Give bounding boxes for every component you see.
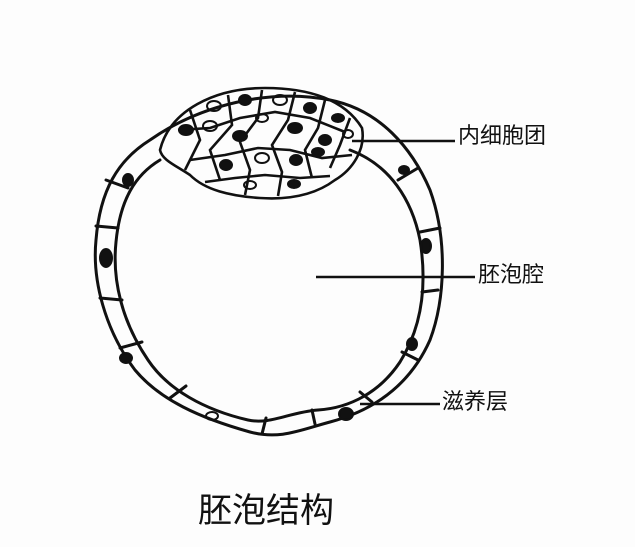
inner-cell-mass [160,88,363,198]
label-inner-cell-mass: 内细胞团 [458,126,546,148]
figure-caption: 胚泡结构 [198,494,334,528]
cell-nuclei [100,95,431,420]
label-blastocoel: 胚泡腔 [478,265,544,287]
trophoblast-inner-wall [115,150,423,421]
trophoblast-outer-wall [95,96,442,435]
leader-lines [316,141,475,404]
label-trophoblast: 滋养层 [442,392,508,414]
